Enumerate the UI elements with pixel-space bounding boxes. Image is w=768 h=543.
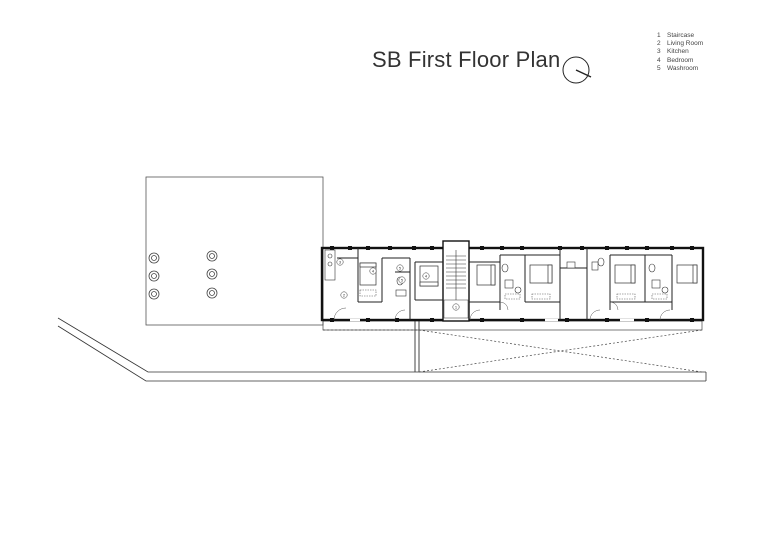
- adjacent-block: [145, 176, 324, 326]
- room-tag-staircase: 1: [452, 303, 460, 311]
- interior-walls: [337, 248, 673, 320]
- plan-title: SB First Floor Plan: [372, 47, 561, 72]
- room-tag-kitchen: 3: [336, 258, 344, 266]
- road-lines: [57, 317, 707, 382]
- bed-furniture: [359, 262, 698, 287]
- svg-text:2: 2: [343, 293, 346, 298]
- svg-text:5: 5: [401, 278, 404, 283]
- room-tag-bedroom: 4: [369, 267, 377, 275]
- room-tag-bedroom: 4: [422, 272, 430, 280]
- north-arrow-icon: [562, 56, 592, 84]
- svg-text:4: 4: [372, 269, 375, 274]
- wardrobes: [359, 289, 668, 300]
- room-tag-washroom: 5: [398, 276, 406, 284]
- svg-text:1: 1: [455, 305, 458, 310]
- staircase: [443, 250, 469, 319]
- room-tags: 3 2 4 5 5 4 1: [336, 258, 460, 311]
- svg-text:3: 3: [339, 260, 342, 265]
- svg-text:5: 5: [399, 266, 402, 271]
- balcony-walkway: [322, 320, 703, 373]
- kitchen-counter: [324, 249, 336, 281]
- door-swings: [333, 301, 671, 321]
- column-markers: [148, 250, 218, 300]
- room-tag-living: 2: [340, 291, 348, 299]
- svg-text:4: 4: [425, 274, 428, 279]
- room-tag-washroom: 5: [396, 264, 404, 272]
